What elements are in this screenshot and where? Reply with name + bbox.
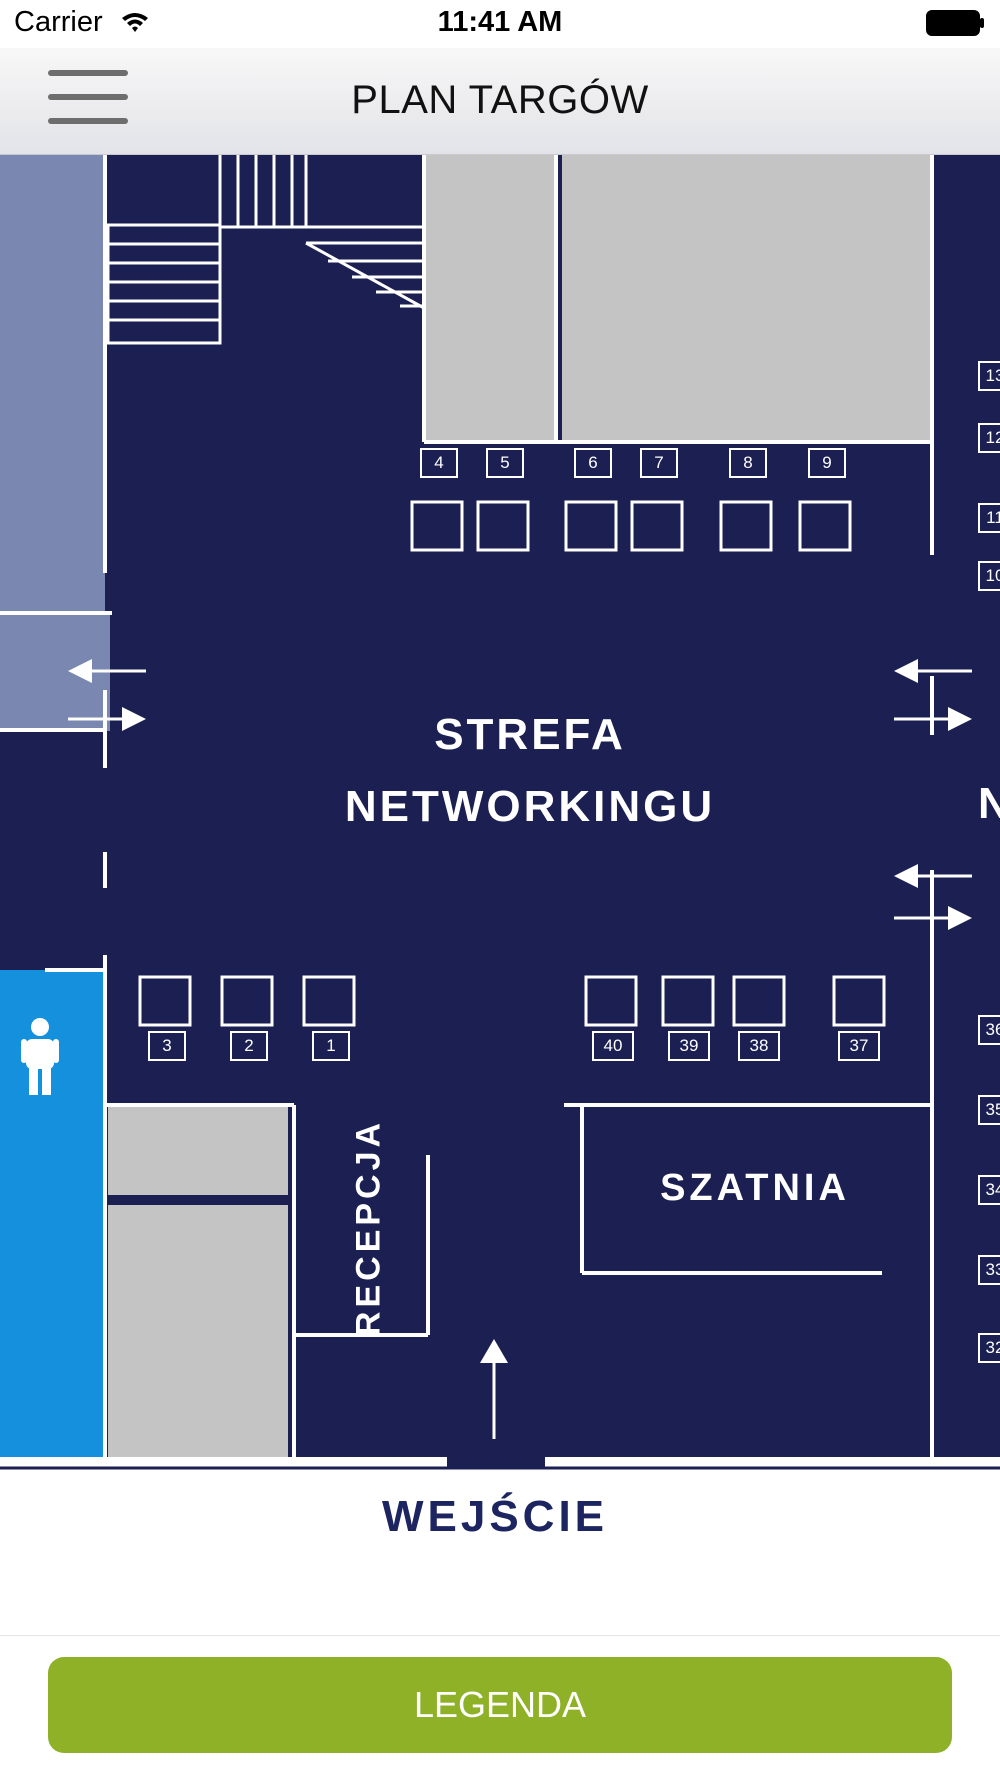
stand-33[interactable]: 33: [978, 1255, 1000, 1285]
arrows: [68, 659, 972, 1439]
entrance-door: [447, 1457, 545, 1469]
stand-4[interactable]: 4: [420, 448, 458, 478]
clock: 11:41 AM: [437, 6, 563, 38]
stand-12[interactable]: 12: [978, 423, 1000, 453]
stand-35[interactable]: 35: [978, 1095, 1000, 1125]
stand-9[interactable]: 9: [808, 448, 846, 478]
networking-zone-label: STREFA: [434, 710, 626, 759]
stand-40[interactable]: 40: [592, 1031, 634, 1061]
legend-button[interactable]: LEGENDA: [48, 1657, 952, 1753]
status-bar: Carrier 11:41 AM: [0, 0, 1000, 48]
stand-6[interactable]: 6: [574, 448, 612, 478]
stand-8[interactable]: 8: [729, 448, 767, 478]
walls: [0, 155, 934, 1457]
floor-plan-map[interactable]: STREFA NETWORKINGU SZATNIA RECEPCJA WEJŚ…: [0, 155, 1000, 1635]
stand-39[interactable]: 39: [668, 1031, 710, 1061]
stand-10[interactable]: 10: [978, 561, 1000, 591]
carrier-label: Carrier: [14, 6, 103, 38]
room-bottom-a: [108, 1107, 288, 1195]
staircase-left: [106, 223, 222, 345]
nav-bar: PLAN TARGÓW: [0, 48, 1000, 155]
room-top-b: [562, 155, 930, 440]
page-title: PLAN TARGÓW: [351, 78, 649, 122]
stand-tables: [138, 500, 886, 1027]
person-icon: [21, 1018, 59, 1095]
stand-32[interactable]: 32: [978, 1333, 1000, 1363]
cloakroom-label: SZATNIA: [660, 1167, 850, 1209]
stand-38[interactable]: 38: [738, 1031, 780, 1061]
staircase-diagonal: [305, 241, 425, 310]
networking-zone-label-line2: NETWORKINGU: [344, 782, 716, 831]
right-edge-partial-label: N: [978, 779, 1000, 828]
stand-37[interactable]: 37: [838, 1031, 880, 1061]
bottom-bar: LEGENDA: [0, 1635, 1000, 1779]
floor-plan-drawing: [0, 155, 1000, 1470]
stand-5[interactable]: 5: [486, 448, 524, 478]
room-bottom-b: [108, 1205, 288, 1457]
stand-7[interactable]: 7: [640, 448, 678, 478]
battery-icon: [926, 10, 984, 36]
hamburger-menu-icon[interactable]: [48, 70, 128, 130]
stand-2[interactable]: 2: [230, 1031, 268, 1061]
stand-34[interactable]: 34: [978, 1175, 1000, 1205]
wifi-icon: [122, 13, 148, 32]
reception-label: RECEPCJA: [349, 1118, 388, 1337]
stand-3[interactable]: 3: [148, 1031, 186, 1061]
entrance-label: WEJŚCIE: [381, 1492, 609, 1541]
room-top-a: [426, 155, 554, 440]
staircase-top: [218, 155, 424, 229]
stand-1[interactable]: 1: [312, 1031, 350, 1061]
stand-13[interactable]: 13: [978, 361, 1000, 391]
stand-11[interactable]: 11: [978, 503, 1000, 533]
stand-36[interactable]: 36: [978, 1015, 1000, 1045]
